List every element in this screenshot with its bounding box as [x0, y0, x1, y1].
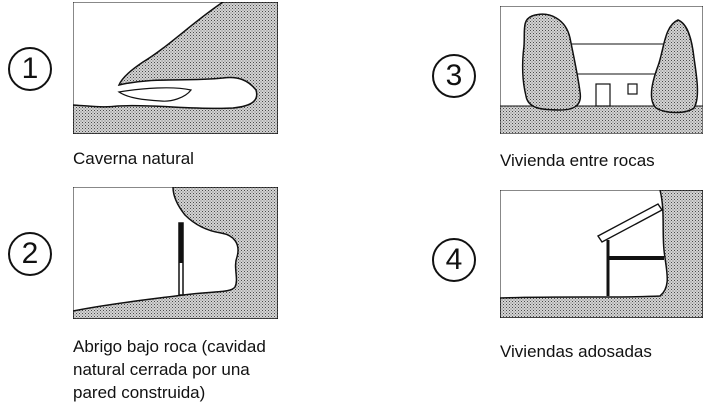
figure-2-caption-line-3: pared construida) [73, 383, 206, 402]
figure-4-caption: Viviendas adosadas [500, 342, 652, 361]
figure-2-caption-line-2: natural cerrada por una [73, 360, 250, 379]
figure-2-caption-line-1: Abrigo bajo roca (cavidad [73, 337, 266, 356]
cave-opening [117, 87, 193, 102]
cave-illustration [73, 2, 278, 134]
rock-shelter-illustration [73, 187, 278, 319]
door [595, 83, 611, 107]
figure-3-number-badge: 3 [432, 54, 476, 98]
attached-house-illustration [500, 190, 703, 318]
figure-2-number-badge: 2 [8, 232, 52, 276]
figure-1-number-badge: 1 [8, 47, 52, 91]
roof [596, 203, 664, 243]
right-rock [650, 19, 699, 114]
house-between-rocks-illustration [500, 6, 703, 134]
left-rock [521, 13, 582, 111]
figure-1-caption: Caverna natural [73, 149, 194, 168]
floor-slab [608, 256, 664, 260]
figure-3-caption: Vivienda entre rocas [500, 151, 655, 170]
rock-mass [500, 190, 703, 318]
rock-mass [73, 2, 278, 134]
window [627, 83, 638, 95]
rock-mass [73, 187, 278, 319]
figure-4-number-badge: 4 [432, 238, 476, 282]
